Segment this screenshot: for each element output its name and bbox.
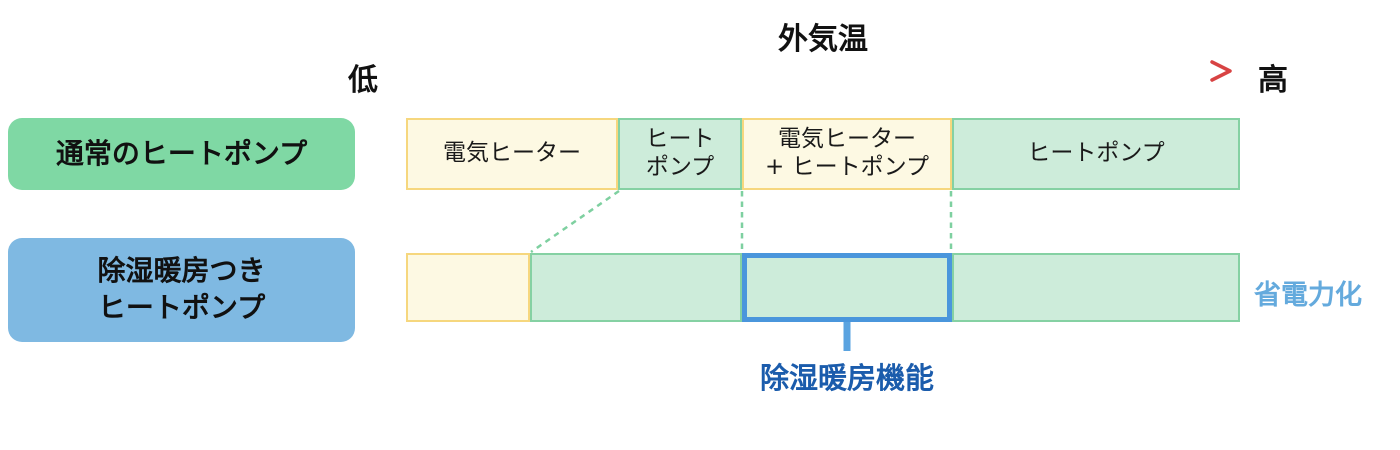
segment-dehumidifying-heating-highlight — [742, 253, 952, 322]
axis-high-label: 高 — [1258, 63, 1288, 98]
row-label-text: 通常のヒートポンプ — [55, 136, 308, 170]
row-label-text-line1: 除湿暖房つき — [97, 254, 266, 288]
segment-electric-heater-plus-heat-pump: 電気ヒーター + ヒートポンプ — [742, 118, 952, 190]
segment-text: ヒートポンプ — [1027, 140, 1165, 167]
segment-heat-pump-wide: ヒートポンプ — [952, 118, 1240, 190]
row-label-text-line2: ヒートポンプ — [97, 291, 266, 324]
temperature-gradient-arrow-icon — [409, 60, 1232, 82]
bar-dehumidifying-heat-pump — [406, 253, 1240, 322]
segment-electric-heater-short — [406, 253, 530, 322]
segment-electric-heater: 電気ヒーター — [406, 118, 618, 190]
row-label-normal-heat-pump: 通常のヒートポンプ — [8, 118, 355, 190]
segment-heat-pump-extended — [530, 253, 742, 322]
row-label-dehumidifying-heat-pump: 除湿暖房つき ヒートポンプ — [8, 238, 355, 342]
power-saving-label: 省電力化 — [1254, 280, 1362, 311]
segment-text-line1: ヒート — [645, 126, 715, 153]
axis-low-label: 低 — [348, 63, 378, 98]
segment-text-line2: ポンプ — [645, 154, 715, 180]
dehumidifying-function-label: 除湿暖房機能 — [759, 361, 934, 395]
axis-title: 外気温 — [778, 22, 868, 57]
segment-heat-pump-wide2 — [952, 253, 1240, 322]
segment-heat-pump-small: ヒート ポンプ — [618, 118, 742, 190]
segment-text-line2: + ヒートポンプ — [765, 154, 929, 180]
segment-text: 電気ヒーター — [443, 140, 581, 167]
bar-normal-heat-pump: 電気ヒーター ヒート ポンプ 電気ヒーター + ヒートポンプ ヒートポンプ — [406, 118, 1240, 190]
segment-text-line1: 電気ヒーター — [778, 126, 916, 153]
